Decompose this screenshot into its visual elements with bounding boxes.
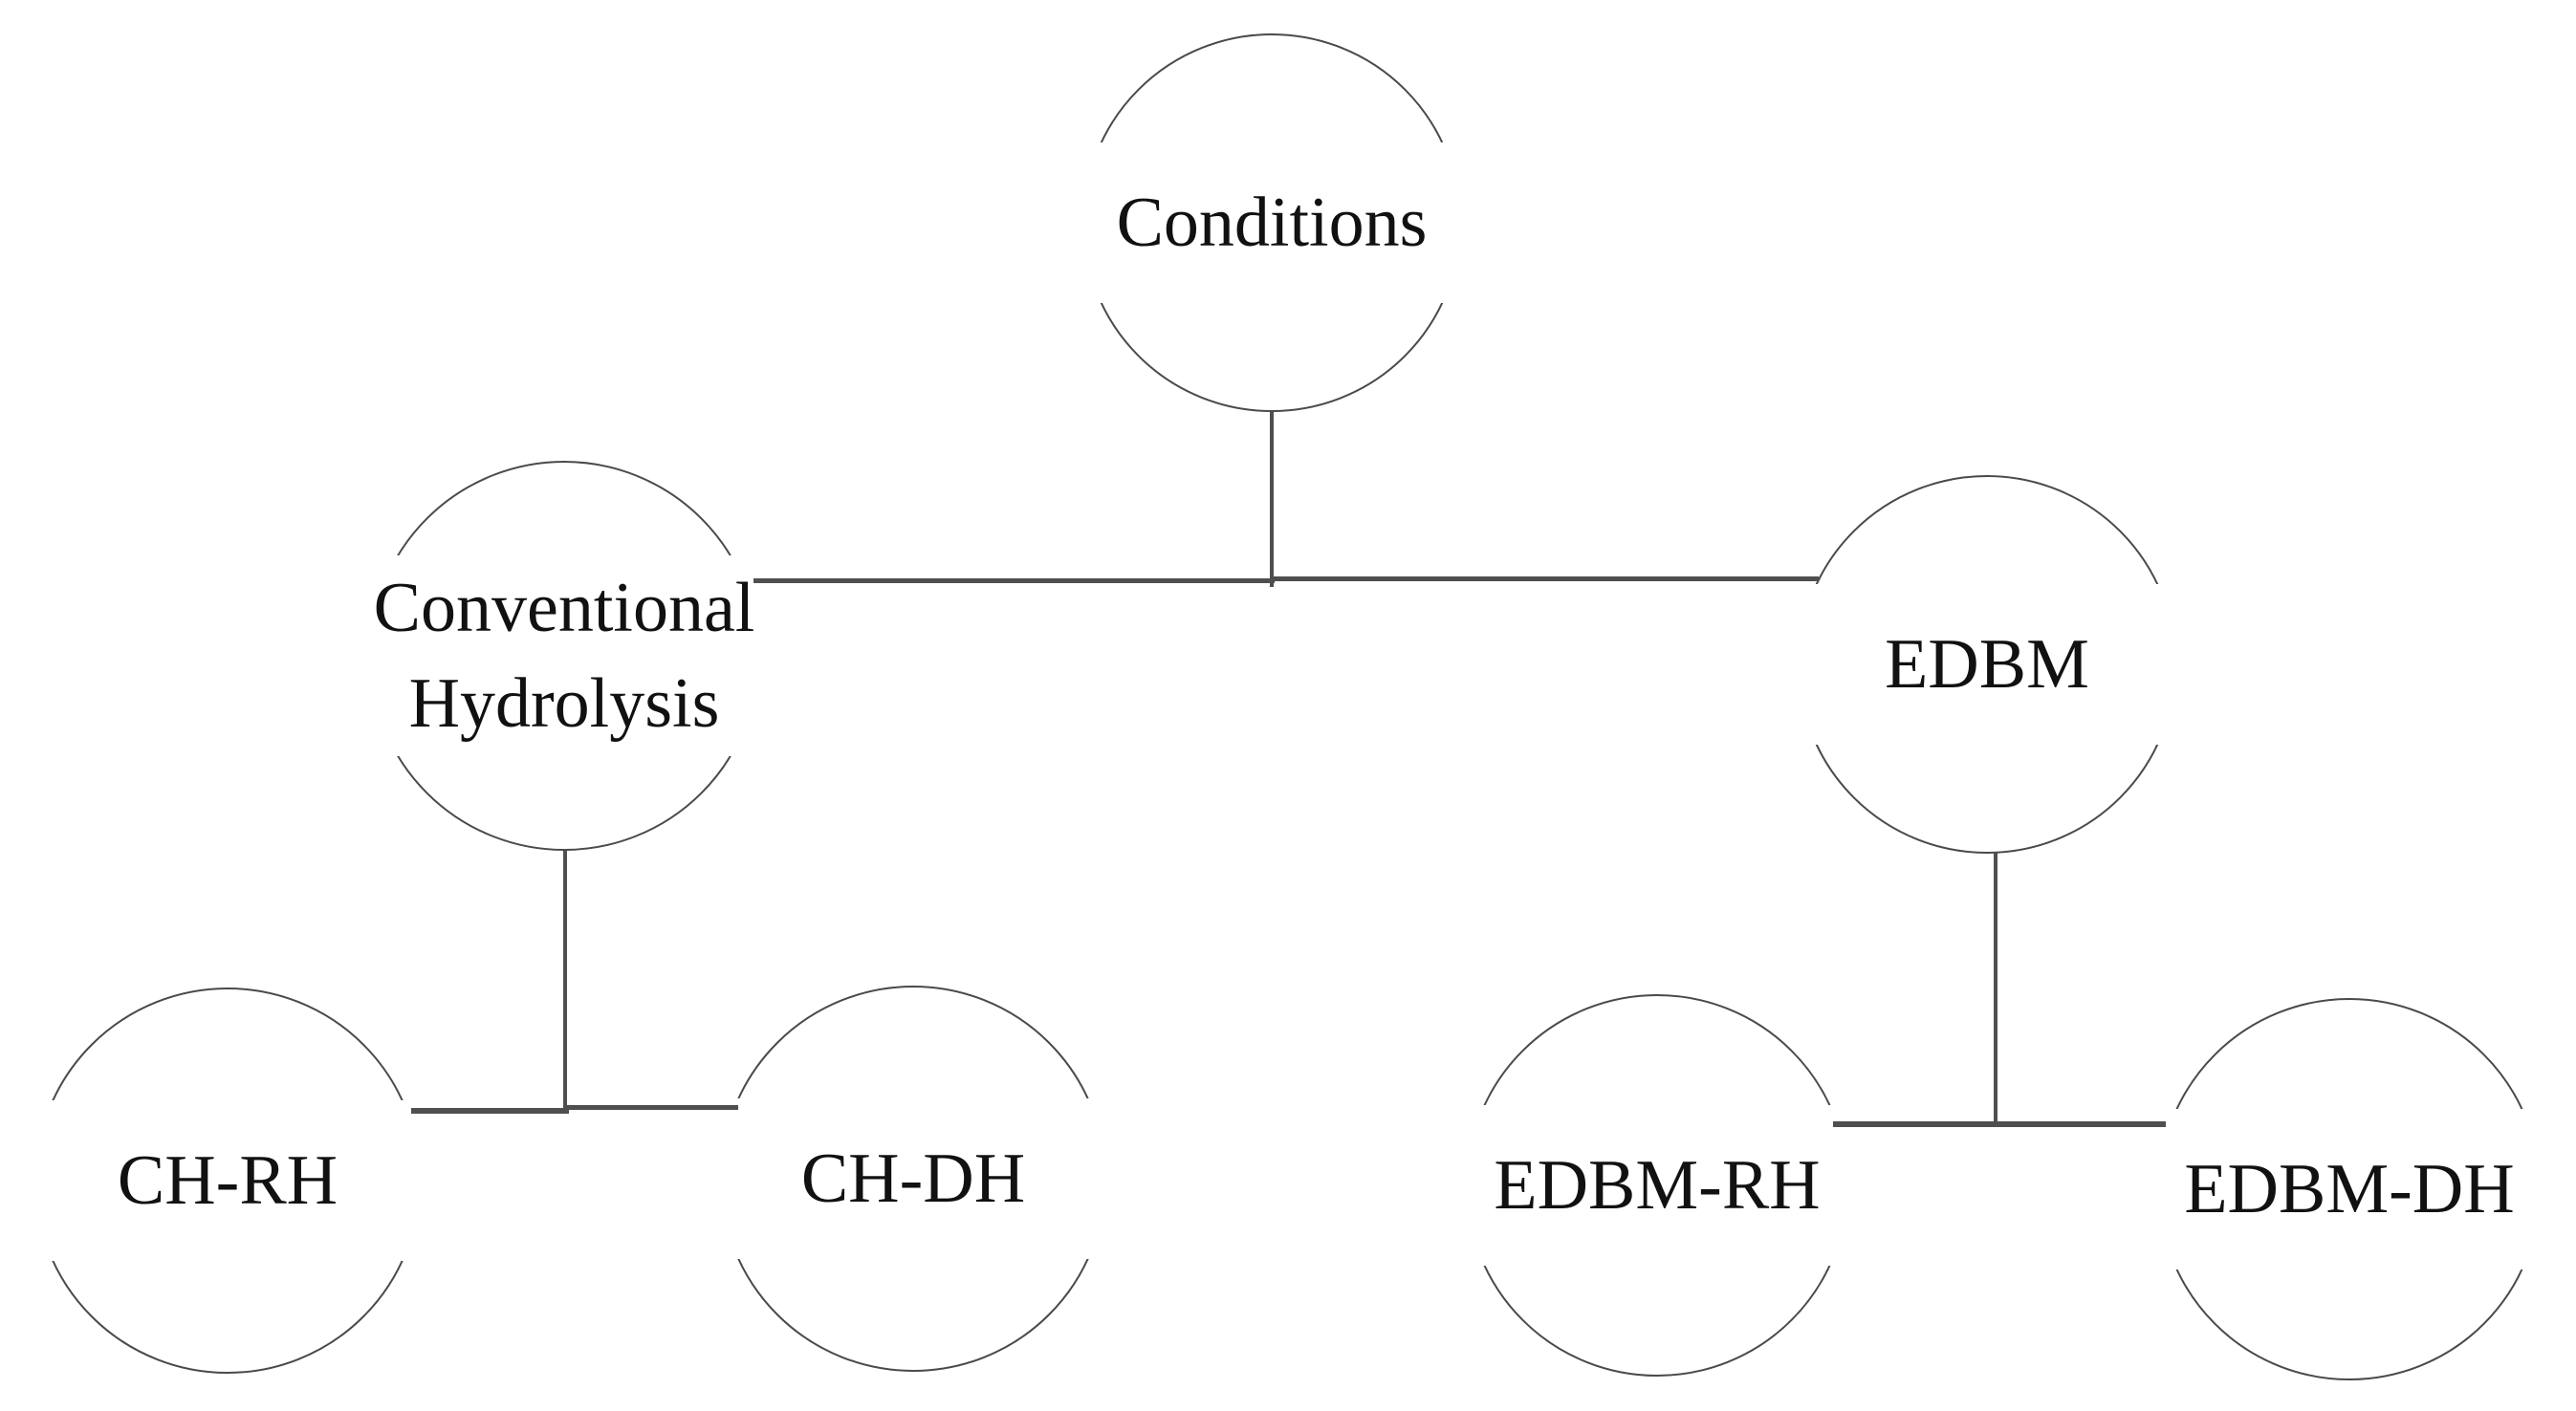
node-edbm-text: EDBM: [1885, 625, 2089, 704]
connector-edbm-stem: [1994, 853, 1997, 1127]
node-edbm-dh-label: EDBM-DH: [2144, 1109, 2555, 1270]
node-conditions-text: Conditions: [1116, 184, 1428, 262]
connector-edbm-horizontal: [1833, 1121, 2166, 1127]
node-ch-rh: CH-RH: [22, 988, 433, 1374]
node-ch-dh: CH-DH: [708, 986, 1119, 1372]
connector-conditions-stem: [1270, 411, 1274, 587]
node-conventional-hydrolysis-text-line2: Hydrolysis: [408, 664, 720, 743]
connector-conventional-hydrolysis-stem: [563, 851, 567, 1113]
node-edbm-rh-text: EDBM-RH: [1494, 1146, 1821, 1225]
node-ch-rh-label: CH-RH: [22, 1100, 433, 1261]
node-ch-rh-text: CH-RH: [117, 1141, 338, 1220]
node-edbm-label: EDBM: [1786, 584, 2188, 745]
node-ch-dh-label: CH-DH: [708, 1098, 1119, 1259]
node-conventional-hydrolysis-label: Conventional Hydrolysis: [354, 555, 775, 756]
node-edbm: EDBM: [1786, 475, 2188, 854]
connector-level1-horizontal-right: [1272, 576, 1819, 581]
node-edbm-rh: EDBM-RH: [1452, 994, 1863, 1377]
node-conditions-label: Conditions: [1071, 142, 1473, 303]
node-conventional-hydrolysis-text-line1: Conventional: [373, 569, 755, 647]
node-ch-dh-text: CH-DH: [800, 1140, 1026, 1218]
node-edbm-rh-label: EDBM-RH: [1452, 1105, 1863, 1266]
node-edbm-dh-text: EDBM-DH: [2184, 1150, 2515, 1228]
node-conventional-hydrolysis: Conventional Hydrolysis: [354, 461, 775, 851]
connector-ch-horizontal-left: [411, 1108, 569, 1114]
node-conditions: Conditions: [1071, 33, 1473, 412]
connector-ch-horizontal-right: [566, 1105, 738, 1110]
connector-level1-horizontal-left: [753, 578, 1275, 583]
node-edbm-dh: EDBM-DH: [2144, 998, 2555, 1380]
